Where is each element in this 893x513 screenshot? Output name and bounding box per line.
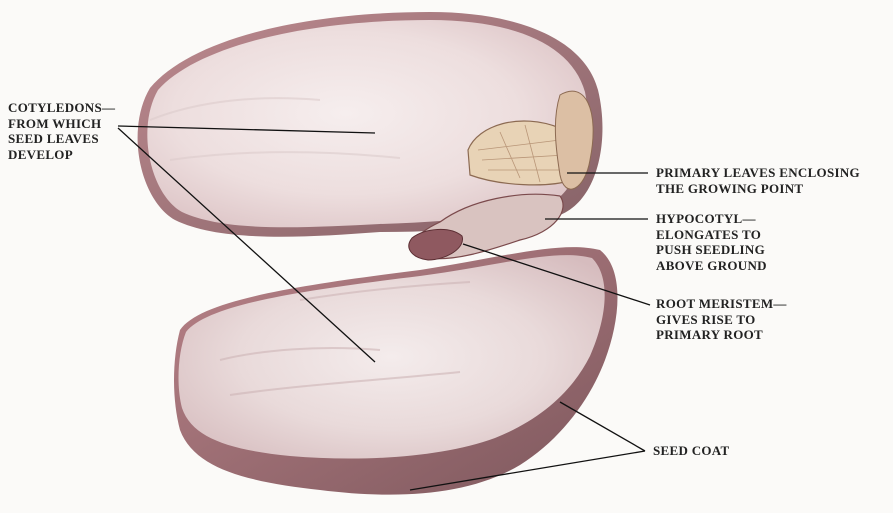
label-cotyledons-line-1: COTYLEDONS—: [8, 100, 115, 116]
label-cotyledons-line-4: DEVELOP: [8, 147, 115, 163]
label-hypocotyl-line-3: PUSH SEEDLING: [656, 242, 767, 258]
label-seed-coat: SEED COAT: [653, 443, 730, 459]
label-cotyledons: COTYLEDONS— FROM WHICH SEED LEAVES DEVEL…: [8, 100, 115, 162]
label-root-meristem-line-1: ROOT MERISTEM—: [656, 296, 787, 312]
label-root-meristem-line-2: GIVES RISE TO: [656, 312, 787, 328]
label-cotyledons-line-2: FROM WHICH: [8, 116, 115, 132]
leader-seed-coat-upper: [560, 402, 645, 451]
label-seed-coat-line-1: SEED COAT: [653, 443, 730, 459]
label-root-meristem-line-3: PRIMARY ROOT: [656, 327, 787, 343]
label-primary-leaves-line-2: THE GROWING POINT: [656, 181, 860, 197]
label-hypocotyl-line-2: ELONGATES TO: [656, 227, 767, 243]
label-hypocotyl-line-4: ABOVE GROUND: [656, 258, 767, 274]
label-hypocotyl-line-1: HYPOCOTYL—: [656, 211, 767, 227]
label-primary-leaves: PRIMARY LEAVES ENCLOSING THE GROWING POI…: [656, 165, 860, 196]
label-hypocotyl: HYPOCOTYL— ELONGATES TO PUSH SEEDLING AB…: [656, 211, 767, 273]
label-cotyledons-line-3: SEED LEAVES: [8, 131, 115, 147]
label-root-meristem: ROOT MERISTEM— GIVES RISE TO PRIMARY ROO…: [656, 296, 787, 343]
label-primary-leaves-line-1: PRIMARY LEAVES ENCLOSING: [656, 165, 860, 181]
